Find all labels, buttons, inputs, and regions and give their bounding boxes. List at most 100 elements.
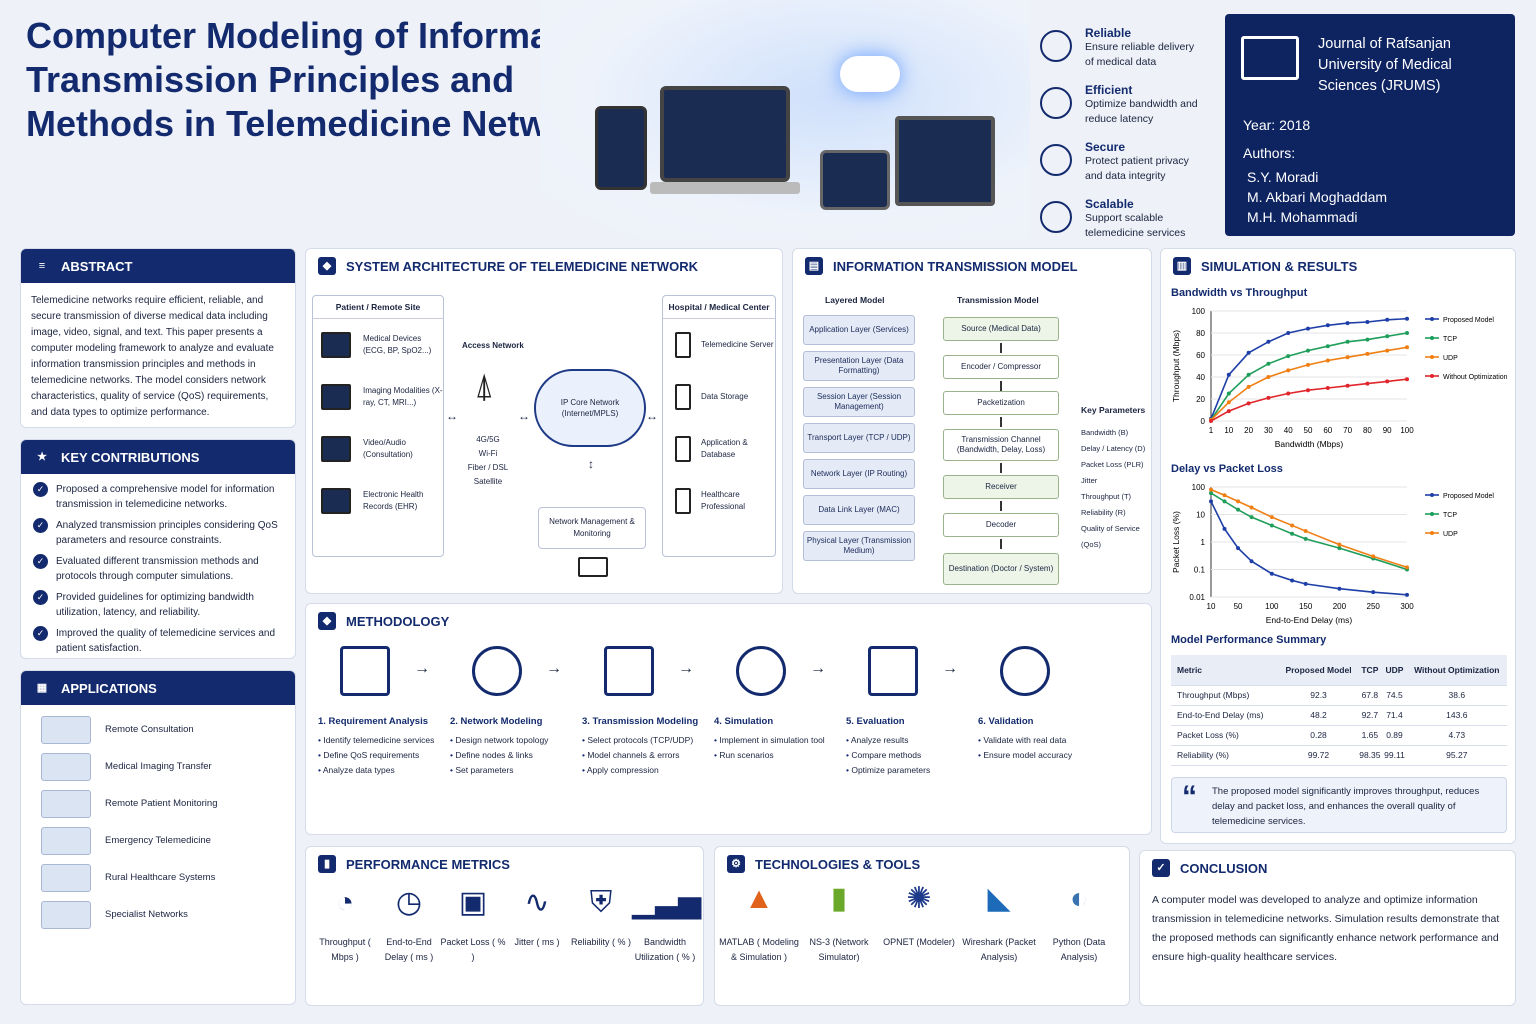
- tablet-icon: [595, 106, 647, 190]
- osi-layer: Presentation Layer (Data Formatting): [803, 351, 915, 381]
- patient-site-title: Patient / Remote Site: [313, 296, 443, 319]
- patient-item-label: Video/Audio (Consultation): [363, 438, 413, 459]
- authors-label: Authors:: [1243, 145, 1296, 161]
- quote-icon: “: [1182, 780, 1197, 813]
- arrow-icon: ↔: [446, 409, 458, 423]
- metric-item: ◔ Throughput ( Mbps ): [312, 886, 378, 965]
- parameter-item: Throughput (T): [1081, 492, 1132, 501]
- patient-item-label: Imaging Modalities (X-ray, CT, MRI...): [363, 386, 443, 407]
- parameter-item: Reliability (R): [1081, 508, 1126, 517]
- metrics-panel: ▮PERFORMANCE METRICS ◔Throughput ( Mbps …: [305, 846, 704, 1006]
- data-point: [1365, 337, 1370, 342]
- patient-item: Imaging Modalities (X-ray, CT, MRI...): [313, 371, 443, 423]
- y-axis-label: Packet Loss (%): [1171, 511, 1181, 573]
- x-tick-label: 50: [1304, 426, 1313, 435]
- table-header: Without Optimization: [1406, 655, 1507, 686]
- data-point: [1222, 499, 1227, 504]
- table-cell: 92.7: [1357, 705, 1383, 726]
- application-label: Remote Patient Monitoring: [105, 798, 218, 809]
- poster-title: Computer Modeling of Information Transmi…: [26, 15, 624, 144]
- contribution-text: Evaluated different transmission methods…: [56, 556, 259, 582]
- metric-icon: ◔: [335, 886, 355, 919]
- table-cell: 143.6: [1406, 705, 1507, 726]
- arrow-icon: [1000, 501, 1002, 511]
- application-icon: [41, 863, 91, 892]
- data-point: [1325, 323, 1330, 328]
- metric-label: Throughput ( Mbps ): [319, 937, 371, 962]
- metric-label: Jitter ( ms ): [514, 937, 560, 947]
- data-point: [1405, 565, 1409, 570]
- table-header: Proposed Model: [1279, 655, 1358, 686]
- methodology-step: 2. Network ModelingDesign network topolo…: [450, 644, 570, 778]
- device-icon: [321, 332, 351, 358]
- server-icon: [675, 436, 691, 462]
- tool-label: NS-3 (Network Simulator): [809, 937, 869, 962]
- quote-text: The proposed model significantly improve…: [1212, 786, 1480, 827]
- step-title: 6. Validation: [978, 716, 1034, 727]
- clock-icon: [1040, 87, 1072, 119]
- step-bullet: Optimize parameters: [846, 763, 966, 778]
- data-point: [1236, 507, 1241, 512]
- tool-logo-icon: ◐: [1069, 882, 1089, 915]
- x-axis-label: Bandwidth (Mbps): [1275, 439, 1344, 449]
- feature-name: Scalable: [1085, 197, 1134, 211]
- hospital-item: Healthcare Professional: [663, 475, 775, 527]
- data-point: [1405, 345, 1409, 350]
- legend-marker: [1430, 512, 1434, 516]
- y-tick-label: 0.1: [1194, 566, 1206, 575]
- core-network-label: IP Core Network (Internet/MPLS): [560, 398, 620, 418]
- tool-item: ✺OPNET (Modeler): [879, 884, 959, 950]
- data-point: [1236, 546, 1241, 551]
- osi-layer: Transport Layer (TCP / UDP): [803, 423, 915, 453]
- y-tick-label: 60: [1196, 351, 1205, 360]
- y-tick-label: 80: [1196, 329, 1205, 338]
- parameter-item: Delay / Latency (D): [1081, 444, 1146, 453]
- y-tick-label: 40: [1196, 373, 1205, 382]
- series-line: [1210, 501, 1408, 596]
- application-icon: [41, 789, 91, 818]
- parameter-item: Packet Loss (PLR): [1081, 460, 1144, 469]
- author-name: S.Y. Moradi: [1247, 169, 1319, 185]
- x-tick-label: 90: [1383, 426, 1392, 435]
- contribution-text: Improved the quality of telemedicine ser…: [56, 628, 276, 654]
- contributions-panel: ★KEY CONTRIBUTIONS ✓Proposed a comprehen…: [20, 439, 296, 659]
- feature-desc: Protect patient privacy and data integri…: [1085, 155, 1189, 182]
- application-label: Rural Healthcare Systems: [105, 872, 216, 883]
- methodology-step: 6. ValidationValidate with real dataEnsu…: [978, 644, 1098, 763]
- metric-icon: ∿: [524, 886, 550, 919]
- data-point: [1249, 505, 1254, 510]
- application-item: Medical Imaging Transfer: [21, 748, 295, 785]
- y-axis-label: Throughput (Mbps): [1171, 330, 1181, 402]
- tools-panel: ⚙TECHNOLOGIES & TOOLS ▲MATLAB ( Modeling…: [714, 846, 1130, 1006]
- core-network-cloud: IP Core Network (Internet/MPLS): [534, 369, 646, 447]
- step-icon: [604, 646, 654, 696]
- legend-label: Without Optimization: [1443, 374, 1508, 381]
- x-tick-label: 80: [1363, 426, 1372, 435]
- data-point: [1345, 321, 1350, 326]
- monitor-icon: [895, 116, 995, 206]
- feature-name: Secure: [1085, 140, 1126, 154]
- table-cell: 1.65: [1357, 725, 1383, 746]
- data-point: [1345, 339, 1350, 344]
- series-line: [1210, 488, 1408, 569]
- transmission-step: Receiver: [943, 475, 1059, 499]
- data-point: [1371, 554, 1376, 559]
- performance-table-title: Model Performance Summary: [1171, 634, 1327, 646]
- step-bullet: Run scenarios: [714, 748, 834, 763]
- contribution-item: ✓Analyzed transmission principles consid…: [33, 518, 285, 548]
- data-point: [1246, 401, 1251, 406]
- legend-marker: [1430, 374, 1434, 378]
- table-cell: 4.73: [1406, 725, 1507, 746]
- data-point: [1337, 546, 1342, 551]
- step-bullet: Select protocols (TCP/UDP): [582, 733, 702, 748]
- table-cell: Packet Loss (%): [1171, 725, 1280, 746]
- x-axis-label: End-to-End Delay (ms): [1266, 615, 1353, 625]
- chart1-title: Bandwidth vs Throughput: [1171, 287, 1308, 299]
- transmission-step: Transmission Channel (Bandwidth, Delay, …: [943, 429, 1059, 461]
- check-icon: ✓: [33, 626, 48, 641]
- x-tick-label: 60: [1323, 426, 1332, 435]
- cloud-icon: [840, 56, 900, 92]
